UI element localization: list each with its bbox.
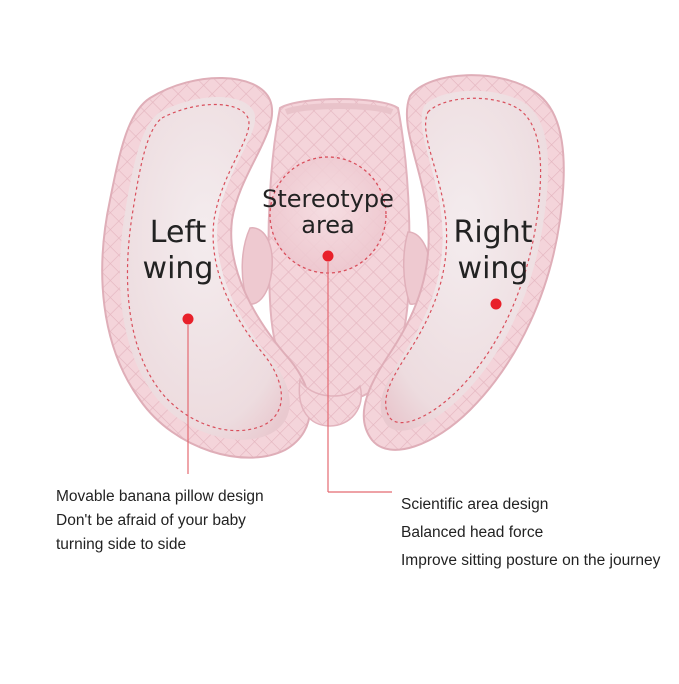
right-wing-label-line-1: Right — [453, 215, 533, 250]
right-caption: Scientific area design Balanced head for… — [401, 493, 660, 573]
right-wing-marker — [490, 298, 502, 310]
left-wing-label-line-2: wing — [142, 251, 214, 286]
left-caption-line-2: Don't be afraid of your baby — [56, 512, 246, 529]
right-wing-label-line-2: wing — [457, 251, 529, 286]
left-wing-marker — [182, 313, 194, 325]
stereotype-area-label: Stereotype area — [250, 186, 406, 238]
right-caption-line-2: Balanced head force — [401, 524, 544, 541]
left-wing-label: Left wing — [130, 215, 226, 287]
center-marker — [322, 250, 334, 262]
left-wing-label-line-1: Left — [149, 215, 207, 250]
left-connector — [241, 227, 273, 305]
left-caption: Movable banana pillow design Don't be af… — [56, 485, 264, 557]
right-caption-line-1: Scientific area design — [401, 496, 549, 513]
left-caption-line-1: Movable banana pillow design — [56, 488, 264, 505]
stereotype-area-label-line-2: area — [301, 211, 355, 239]
stereotype-area-label-line-1: Stereotype — [262, 185, 394, 213]
right-caption-line-3: Improve sitting posture on the journey — [401, 552, 661, 569]
left-caption-line-3: turning side to side — [56, 536, 187, 553]
right-wing — [362, 74, 565, 451]
right-wing-label: Right wing — [440, 215, 546, 287]
